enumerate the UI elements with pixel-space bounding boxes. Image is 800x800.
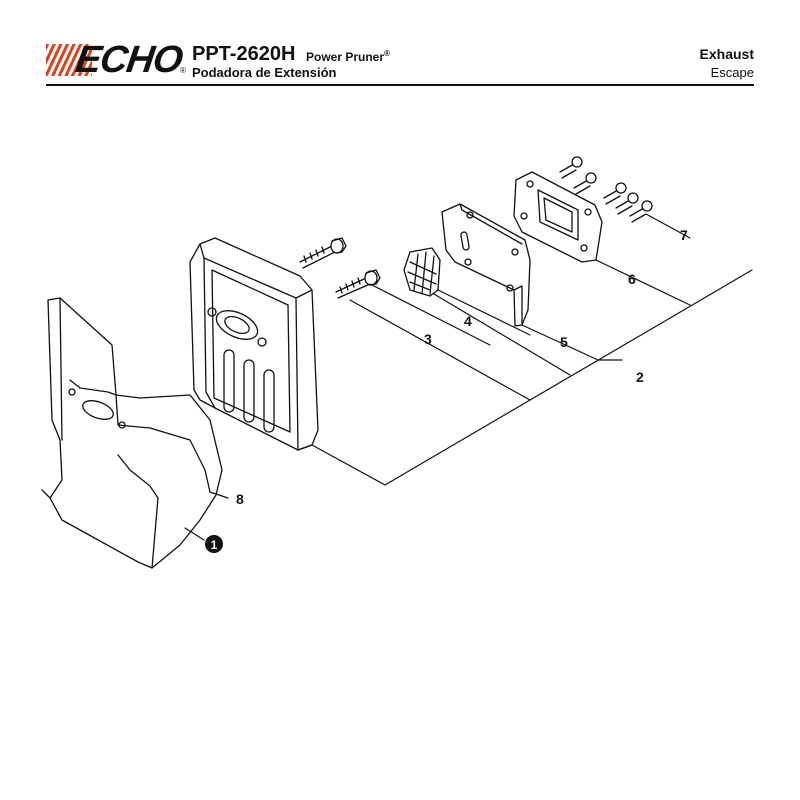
callout-1: 1: [211, 538, 218, 552]
callout-labels: 1 2 3 4 5 6 7 8: [205, 227, 688, 553]
echo-logo: ECHO ®: [46, 39, 186, 81]
section-title-spanish: Escape: [710, 65, 754, 80]
part-bolt-long[interactable]: [299, 237, 381, 299]
callout-4: 4: [464, 313, 472, 329]
callout-1-badge: [205, 535, 223, 553]
part-heat-shield[interactable]: [41, 297, 223, 569]
model-name: Power Pruner®: [306, 49, 390, 64]
model-name-spanish: Podadora de Extensión: [192, 65, 337, 80]
logo-registered-mark: ®: [180, 66, 186, 75]
callout-8: 8: [236, 491, 244, 507]
callout-2: 2: [636, 369, 644, 385]
callout-5: 5: [560, 334, 568, 350]
leader-lines: [184, 213, 753, 541]
callout-3: 3: [424, 331, 432, 347]
model-number: PPT-2620H: [192, 43, 296, 65]
logo-stripes: [46, 44, 92, 76]
header-divider: [46, 84, 754, 86]
callout-6: 6: [628, 271, 636, 287]
part-gasket[interactable]: [513, 171, 603, 263]
page-header: ECHO ® PPT-2620H Power Pruner® Podadora …: [0, 0, 800, 90]
part-muffler[interactable]: [189, 237, 319, 451]
part-spark-screen[interactable]: [403, 247, 441, 297]
callout-7: 7: [680, 227, 688, 243]
section-title: Exhaust: [699, 46, 754, 62]
part-screws-short[interactable]: [559, 156, 653, 223]
